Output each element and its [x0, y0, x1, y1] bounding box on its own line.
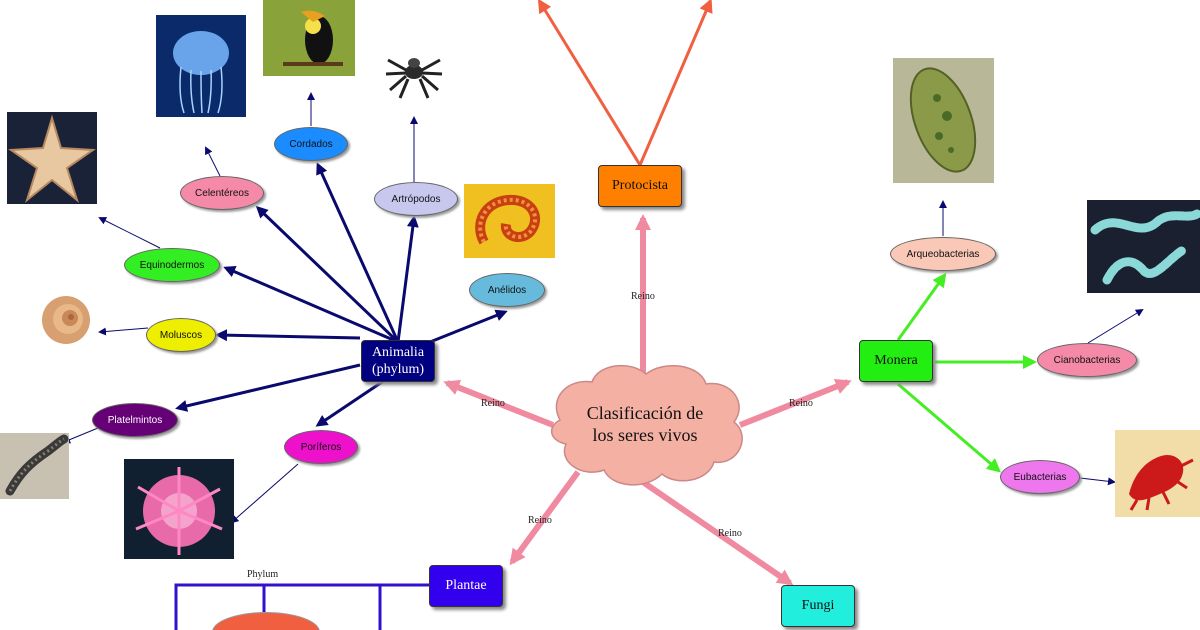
toucan-photo — [263, 0, 355, 76]
equinodermos-label: Equinodermos — [139, 259, 205, 271]
artropodos-node[interactable]: Artrópodos — [374, 182, 458, 216]
cianobacterias-to-photo — [1087, 308, 1144, 344]
animalia-edge-artropodos — [396, 215, 419, 343]
cordados-label: Cordados — [289, 138, 333, 150]
edge-label-phylum: Phylum — [247, 569, 278, 580]
sea-anemone-photo — [124, 459, 234, 559]
animalia-edge-equinodermos — [223, 266, 399, 344]
flatworm-photo — [0, 433, 69, 499]
animalia-edge-poriferos — [315, 378, 386, 427]
poriferos-label: Poríferos — [300, 441, 342, 453]
cyanobacteria-photo — [1087, 200, 1200, 293]
edge-label-reino-plantae: Reino — [528, 515, 552, 526]
snail-photo — [34, 292, 100, 350]
animalia-node[interactable]: Animalia (phylum) — [361, 340, 435, 382]
moluscos-node[interactable]: Moluscos — [146, 318, 216, 352]
eubacterias-label: Eubacterias — [1013, 471, 1067, 483]
plantae-label: Plantae — [445, 578, 487, 593]
artropodos-label: Artrópodos — [391, 193, 441, 205]
spider-photo — [382, 42, 446, 102]
animalia-edge-moluscos — [215, 329, 361, 342]
cianobacterias-label: Cianobacterias — [1053, 354, 1121, 366]
monera-label: Monera — [874, 353, 918, 368]
poriferos-to-anemone — [230, 463, 299, 524]
celentereos-label: Celentéreos — [195, 187, 249, 199]
celentereos-to-jellyfish — [205, 146, 221, 177]
cianobacterias-node[interactable]: Cianobacterias — [1037, 343, 1137, 377]
plantae-phylum-bracket — [174, 583, 430, 630]
eubacterias-to-photo — [1079, 477, 1116, 486]
center-node-label[interactable]: Clasificación de los seres vivos — [562, 392, 728, 456]
monera-node[interactable]: Monera — [859, 340, 933, 382]
platelmintos-label: Platelmintos — [107, 414, 163, 426]
edge-label-reino-fungi: Reino — [718, 528, 742, 539]
animalia-label-line2: (phylum) — [371, 362, 425, 377]
fungi-label: Fungi — [801, 598, 835, 613]
starfish-photo — [7, 112, 97, 204]
edge-label-reino-monera: Reino — [789, 398, 813, 409]
equinodermos-node[interactable]: Equinodermos — [124, 248, 220, 282]
anelidos-node[interactable]: Anélidos — [469, 273, 545, 307]
animalia-edge-platelmintos — [175, 363, 361, 412]
moluscos-label: Moluscos — [159, 329, 203, 341]
fungi-node[interactable]: Fungi — [781, 585, 855, 627]
reino-edge-plantae — [509, 470, 581, 566]
poriferos-node[interactable]: Poríferos — [284, 430, 358, 464]
equinodermos-to-starfish — [98, 217, 161, 249]
anelidos-label: Anélidos — [487, 284, 527, 296]
center-cloud — [551, 364, 743, 486]
plantae-node[interactable]: Plantae — [429, 565, 503, 607]
arqueobacterias-node[interactable]: Arqueobacterias — [890, 237, 996, 271]
reino-edge-fungi — [638, 477, 794, 586]
platelmintos-node[interactable]: Platelmintos — [92, 403, 178, 437]
animalia-edge-celentereos — [255, 205, 400, 344]
bacteria-photo — [1115, 430, 1200, 517]
arqueobacterias-label: Arqueobacterias — [906, 248, 980, 260]
center-label-line1: Clasificación de — [586, 403, 704, 423]
cordados-node[interactable]: Cordados — [274, 127, 348, 161]
jellyfish-photo — [156, 15, 246, 117]
edge-label-reino-protocista: Reino — [631, 291, 655, 302]
protocista-node[interactable]: Protocista — [598, 165, 682, 207]
monera-edge-arqueobacterias — [896, 272, 947, 341]
reino-edge-monera — [738, 379, 852, 428]
reino-edge-animalia — [443, 379, 555, 428]
eubacterias-node[interactable]: Eubacterias — [1000, 460, 1080, 494]
protocista-label: Protocista — [612, 178, 668, 193]
animalia-edge-cordados — [316, 162, 400, 343]
monera-edge-eubacterias — [897, 382, 1002, 473]
moluscos-to-snail — [98, 327, 149, 336]
paramecium-photo — [893, 58, 994, 183]
center-label-line2: los seres vivos — [592, 425, 698, 445]
platelmintos-to-flatworm — [62, 427, 99, 444]
millipede-photo — [464, 184, 555, 258]
animalia-label-line1: Animalia — [371, 345, 425, 360]
protocista-edge-left — [537, 0, 642, 166]
protocista-edge-right — [638, 0, 713, 166]
edge-label-reino-animalia: Reino — [481, 398, 505, 409]
animalia-edge-anelidos — [429, 309, 508, 344]
celentereos-node[interactable]: Celentéreos — [180, 176, 264, 210]
